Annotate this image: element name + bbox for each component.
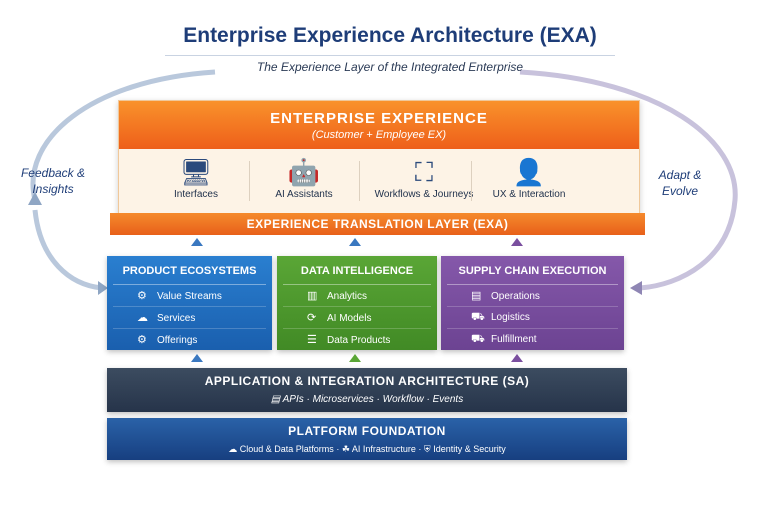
translation-layer-banner: EXPERIENCE TRANSLATION LAYER (EXA) <box>110 213 645 235</box>
up-arrow-icon <box>349 238 361 246</box>
experience-item-ux: 👤 UX & Interaction <box>464 155 594 200</box>
platform-item: Identity & Security <box>433 444 506 454</box>
list-item: ⛟ Fulfillment <box>447 329 618 350</box>
cloud-icon: ☁ <box>228 444 240 454</box>
platform-foundation-band: PLATFORM FOUNDATION ☁ Cloud & Data Platf… <box>107 418 627 460</box>
up-arrow-icon <box>511 238 523 246</box>
enterprise-experience-panel: ENTERPRISE EXPERIENCE (Customer + Employ… <box>118 100 640 217</box>
gears-icon: ⚙ <box>137 334 147 346</box>
column-supply-chain: SUPPLY CHAIN EXECUTION ▤ Operations ⛟ Logi… <box>441 256 624 350</box>
item-label: Value Streams <box>157 291 222 302</box>
item-label: AI Models <box>327 313 372 324</box>
platform-item: AI Infrastructure <box>351 444 416 454</box>
up-arrow-icon <box>191 238 203 246</box>
item-label: Data Products <box>327 335 391 346</box>
enterprise-experience-subtitle: (Customer + Employee EX) <box>311 129 447 141</box>
enterprise-experience-title: ENTERPRISE EXPERIENCE <box>270 110 488 127</box>
page-title: Enterprise Experience Architecture (EXA) <box>183 24 597 47</box>
api-icon: ▤ <box>270 394 283 405</box>
up-arrow-icon <box>191 354 203 362</box>
analytics-icon: ▥ <box>307 290 318 302</box>
list-item: ☁ Services <box>113 307 266 329</box>
cloud-icon: ☁ <box>137 312 148 324</box>
column-title: SUPPLY CHAIN EXECUTION <box>447 256 618 285</box>
truck-icon: ⛟ <box>471 311 485 323</box>
item-label: Operations <box>491 291 540 302</box>
list-item: ▤ Operations <box>447 285 618 307</box>
database-icon: ☰ <box>307 334 317 346</box>
item-label: Offerings <box>157 335 198 346</box>
fulfillment-icon: ⛟ <box>471 333 485 345</box>
column-title: PRODUCT ECOSYSTEMS <box>113 256 266 285</box>
enterprise-experience-header: ENTERPRISE EXPERIENCE (Customer + Employ… <box>119 101 639 149</box>
list-item: ⛟ Logistics <box>447 307 618 329</box>
experience-item-label: Interfaces <box>174 189 218 200</box>
list-item: ⚙ Offerings <box>113 329 266 350</box>
workflow-icon: ⛶ <box>414 157 434 187</box>
list-item: ☰ Data Products <box>283 329 431 350</box>
item-label: Services <box>157 313 196 324</box>
item-label: Logistics <box>491 312 530 323</box>
column-data-intelligence: DATA INTELLIGENCE ▥Analytics ⟳AI Models … <box>277 256 437 350</box>
page-subtitle: The Experience Layer of the Integrated E… <box>256 60 524 74</box>
application-integration-band: APPLICATION & INTEGRATION ARCHITECTURE (… <box>107 368 627 412</box>
experience-item-ai-assistants: 🤖 AI Assistants <box>239 155 369 200</box>
list-item: ▥ Analytics <box>283 285 431 307</box>
list-item: ⟳ AI Models <box>283 307 431 329</box>
shield-icon: ⛨ <box>423 444 434 454</box>
sa-subtitle: ▤ APIs · Microservices · Workflow · Even… <box>107 394 627 405</box>
ai-model-icon: ⟳ <box>307 312 317 324</box>
operations-icon: ▤ <box>471 290 482 302</box>
divider <box>359 161 360 201</box>
list-item: ⚙ Value Streams <box>113 285 266 307</box>
up-arrow-icon <box>511 354 523 362</box>
robot-icon: 🤖 <box>287 157 321 187</box>
up-arrow-icon <box>349 354 361 362</box>
experience-item-label: UX & Interaction <box>492 189 566 200</box>
platform-item: Cloud & Data Platforms <box>239 444 334 454</box>
ai-infrastructure-icon: ☘ <box>341 444 352 454</box>
divider <box>471 161 472 201</box>
sa-title: APPLICATION & INTEGRATION ARCHITECTURE (… <box>204 374 530 388</box>
divider <box>249 161 250 201</box>
item-label: Analytics <box>327 291 368 302</box>
experience-item-interfaces: 🖥 Interfaces <box>131 155 261 200</box>
title-divider <box>165 55 615 56</box>
column-title: DATA INTELLIGENCE <box>283 256 431 285</box>
user-interaction-icon: 👤 <box>512 157 546 187</box>
feedback-insights-label: Feedback & Insights <box>20 166 86 196</box>
sa-subtitle-text: APIs · Microservices · Workflow · Events <box>282 394 464 405</box>
adapt-evolve-label: Adapt & Evolve <box>658 168 702 198</box>
experience-item-label: Workflows & Journeys <box>374 189 474 200</box>
experience-item-label: AI Assistants <box>275 189 333 200</box>
platform-items: ☁ Cloud & Data Platforms · ☘ AI Infrastr… <box>228 444 506 454</box>
devices-icon: 🖥 <box>179 157 213 187</box>
experience-item-workflows: ⛶ Workflows & Journeys <box>359 155 489 200</box>
item-label: Fulfillment <box>491 334 537 345</box>
column-product-ecosystems: PRODUCT ECOSYSTEMS ⚙ Value Streams ☁ Servi… <box>107 256 272 350</box>
gear-icon: ⚙ <box>137 290 147 302</box>
platform-title: PLATFORM FOUNDATION <box>288 424 446 438</box>
